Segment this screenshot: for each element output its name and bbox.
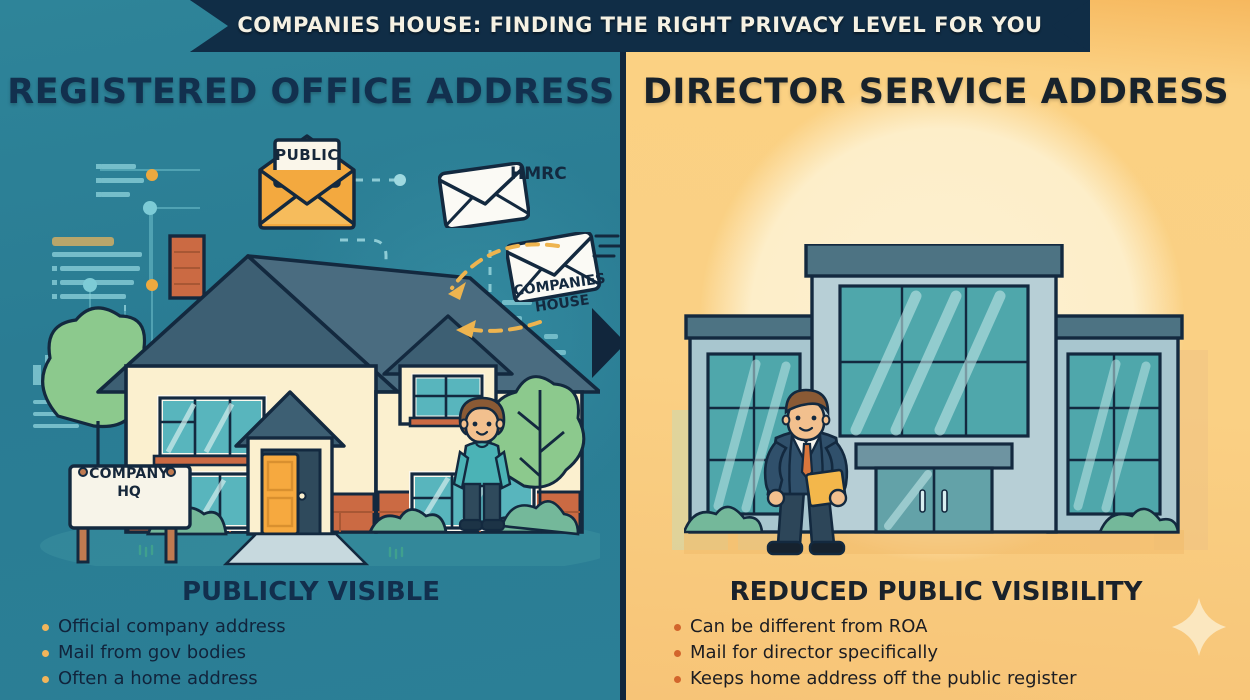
company-hq-sign-icon [68, 464, 192, 564]
left-panel-title: REGISTERED OFFICE ADDRESS [7, 72, 615, 112]
divider-arrow-icon [592, 308, 626, 378]
hmrc-envelope-label: HMRC [510, 164, 567, 184]
list-item: Keeps home address off the public regist… [674, 666, 1250, 692]
right-panel-title: DIRECTOR SERVICE ADDRESS [642, 72, 1230, 112]
right-bullet-list: Can be different from ROA Mail for direc… [622, 614, 1250, 692]
banner-title: COMPANIES HOUSE: FINDING THE RIGHT PRIVA… [237, 13, 1043, 37]
left-footer-heading: PUBLICLY VISIBLE [181, 577, 441, 607]
right-footer: REDUCED PUBLIC VISIBILITY Can be differe… [622, 577, 1250, 692]
list-item: Official company address [42, 614, 622, 640]
public-envelope-icon [258, 134, 356, 230]
companies-house-envelope-icon-left [506, 232, 602, 302]
right-footer-heading: REDUCED PUBLIC VISIBILITY [729, 577, 1143, 607]
list-item: Mail for director specifically [674, 640, 1250, 666]
left-footer: PUBLICLY VISIBLE Official company addres… [0, 577, 622, 692]
businessman-figure [763, 388, 849, 556]
sign-line-1: COMPANY [89, 466, 169, 482]
tree-and-person-illustration [452, 375, 586, 536]
list-item: Often a home address [42, 666, 622, 692]
list-item: Can be different from ROA [674, 614, 1250, 640]
child-figure [452, 396, 512, 532]
hmrc-label-wrap: HMRC [510, 164, 567, 184]
mail-flow-arrows-left [448, 242, 560, 338]
panel-registered-office-address: REGISTERED OFFICE ADDRESS PUBLIC [0, 0, 622, 700]
sign-line-2: HQ [117, 484, 141, 500]
left-bullet-list: Official company address Mail from gov b… [0, 614, 622, 692]
panel-director-service-address: DIRECTOR SERVICE ADDRESS COMPANIES HOUSE [622, 0, 1250, 700]
motion-lines-icon-left [592, 234, 622, 258]
company-hq-sign-text: COMPANY HQ [56, 466, 202, 500]
banner-ribbon-shape [190, 0, 1090, 52]
public-envelope-label: PUBLIC [275, 146, 339, 164]
hmrc-envelope-icon [438, 162, 530, 228]
list-item: Mail from gov bodies [42, 640, 622, 666]
sparkle-icon [1172, 598, 1226, 656]
